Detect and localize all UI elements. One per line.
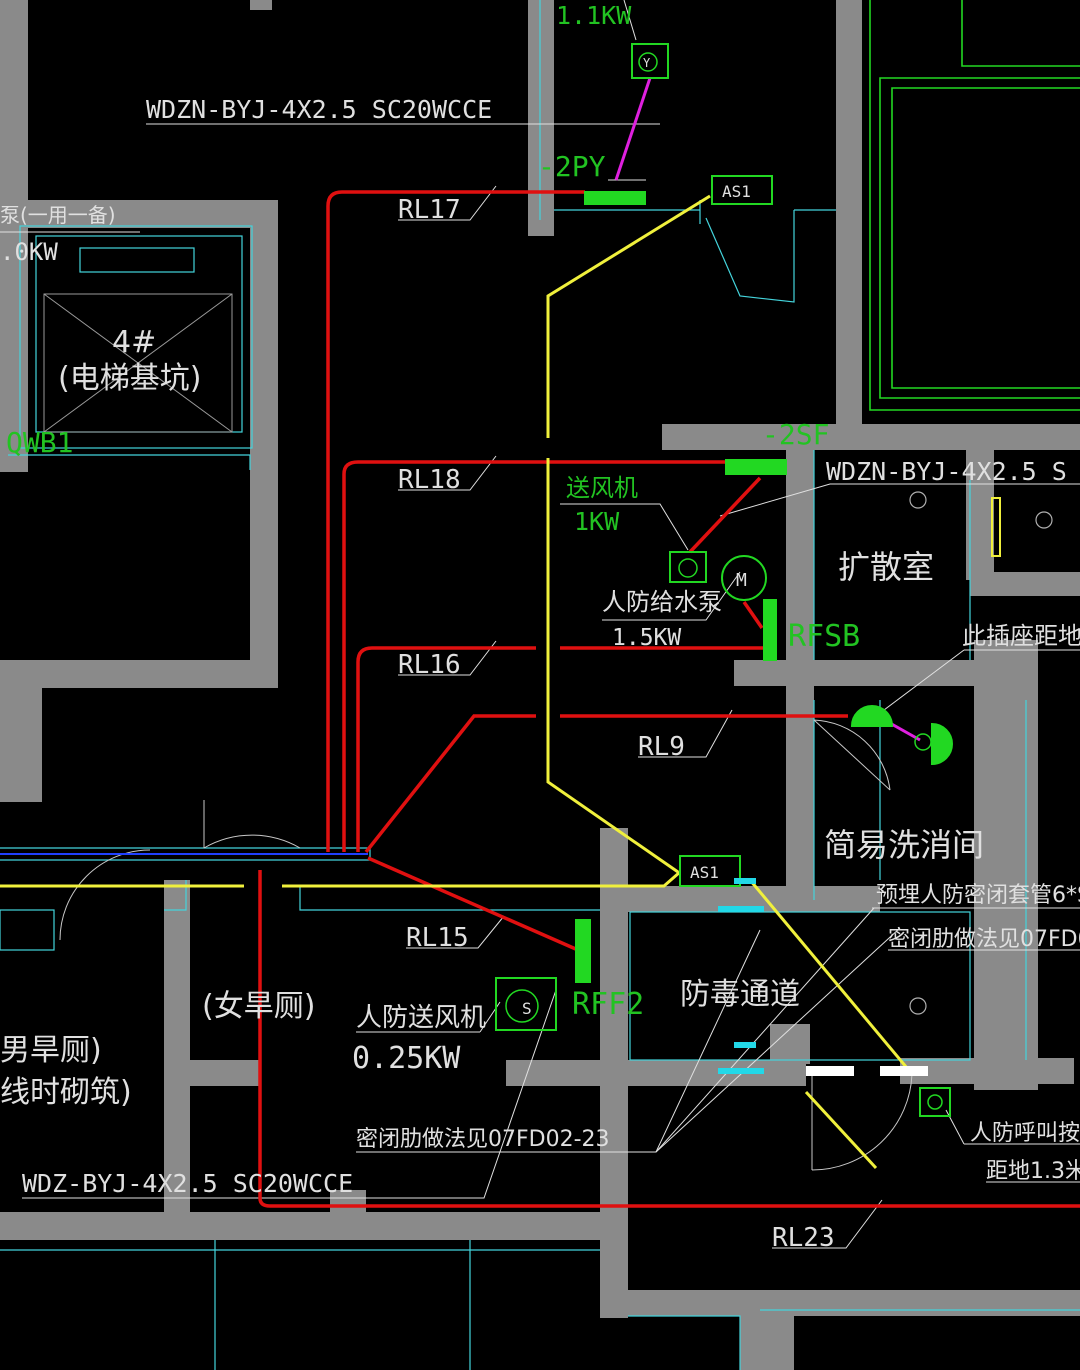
call-height-note: 距地1.3米 [986, 1159, 1080, 1184]
female-toilet: (女旱厕) [202, 989, 315, 1024]
cable-bottom: WDZ-BYJ-4X2.5 SC20WCCE [22, 1169, 353, 1198]
rfsb-label: RFSB [788, 619, 860, 654]
panel-2sf [725, 459, 787, 475]
rib-note-bottom: 密闭肋做法见07FD02-23 [356, 1127, 610, 1152]
socket-note: 此插座距地 [962, 622, 1080, 650]
qwb1-label: QWB1 [6, 426, 73, 459]
magenta-lines [614, 77, 921, 742]
rff2-label: RFF2 [572, 987, 644, 1022]
circuit-rl16: RL16 [398, 650, 461, 680]
note-labels: 此插座距地 预埋人防密闭套管6*S 密闭肋做法见07FD0 密闭肋做法见07FD… [356, 622, 1080, 1184]
floor-drains [909, 491, 1053, 1015]
water-pump-power: 1.5KW [612, 625, 681, 651]
fan-y-symbol [631, 43, 669, 79]
circuit-rl15: RL15 [406, 923, 469, 953]
fan-power-top: 1.1KW [556, 1, 632, 30]
yellow-sleeve [991, 497, 1001, 557]
circuit-rl9: RL9 [638, 732, 685, 762]
rib-note-right: 密闭肋做法见07FD0 [888, 927, 1080, 952]
civil-fan-power: 0.25KW [352, 1041, 461, 1076]
elevator-pit-name: (电梯基坑) [58, 361, 201, 396]
green-border [869, 0, 1080, 411]
panel-rfsb [763, 599, 777, 661]
supply-fan-label: 送风机 [566, 474, 638, 502]
room-labels: 4# (电梯基坑) 扩散室 简易洗消间 防毒通道 (女旱厕) 男旱厕) 线时砌筑… [0, 325, 984, 1110]
cable-labels: WDZN-BYJ-4X2.5 SC20WCCE WDZN-BYJ-4X2.5 S… [22, 95, 1067, 1198]
panel-2py [584, 191, 646, 205]
civil-fan-symbol [495, 977, 557, 1031]
equipment [495, 43, 953, 1117]
as1-bottom: AS1 [690, 863, 719, 882]
panel-as1-top [711, 175, 773, 205]
call-button-note: 人防呼叫按 [970, 1121, 1080, 1146]
equipment-inner [505, 52, 943, 1110]
cable-top: WDZN-BYJ-4X2.5 SC20WCCE [146, 95, 492, 124]
pump-note: 泵(一用一备) [0, 203, 116, 227]
socket-half-top [850, 705, 894, 727]
circuit-labels: RL17 RL18 RL16 RL9 RL15 RL23 [398, 195, 835, 1253]
yellow-signals [0, 194, 914, 1170]
circuit-rl23: RL23 [772, 1223, 835, 1253]
elevator-pit-cross [43, 293, 233, 433]
code-2py: -2PY [538, 150, 606, 183]
cable-right: WDZN-BYJ-4X2.5 S [826, 457, 1067, 486]
circuit-rl17: RL17 [398, 195, 461, 225]
male-toilet-note: 线时砌筑) [0, 1075, 132, 1110]
as1-top: AS1 [722, 182, 751, 201]
red-circuits [258, 190, 1080, 1208]
fan-y-symbol-label: Y [643, 56, 651, 70]
motor-symbol-label: M [736, 570, 747, 591]
elevator-pit-number: 4# [112, 325, 156, 360]
supply-fan-symbol [669, 551, 707, 583]
panel-as1-bottom [679, 855, 741, 887]
supply-fan-power: 1KW [574, 507, 620, 536]
diffusion-room: 扩散室 [838, 548, 934, 586]
wash-room: 简易洗消间 [824, 826, 984, 864]
male-toilet: 男旱厕) [0, 1033, 102, 1068]
panel-rff2 [575, 919, 591, 983]
circuit-rl18: RL18 [398, 465, 461, 495]
call-button [919, 1087, 951, 1117]
door-swings [59, 719, 913, 1171]
fan-s-symbol-label: S [522, 999, 532, 1018]
white-markers [806, 1066, 928, 1076]
leader-lines [0, 0, 1080, 1249]
cyan-markers [718, 878, 764, 1074]
civil-fan-label: 人防送风机 [356, 1003, 486, 1033]
gas-lock: 防毒通道 [680, 977, 800, 1012]
equipment-labels: 1.1KW -2PY -2SF AS1 AS1 送风机 1KW 人防给水泵 1.… [0, 1, 860, 1076]
code-2sf: -2SF [762, 418, 829, 451]
pump-power: .0KW [0, 238, 58, 266]
socket-half-right [931, 722, 953, 766]
water-pump-label: 人防给水泵 [602, 588, 722, 616]
sleeve-note: 预埋人防密闭套管6*S [876, 883, 1080, 908]
motor-symbol [721, 555, 767, 601]
